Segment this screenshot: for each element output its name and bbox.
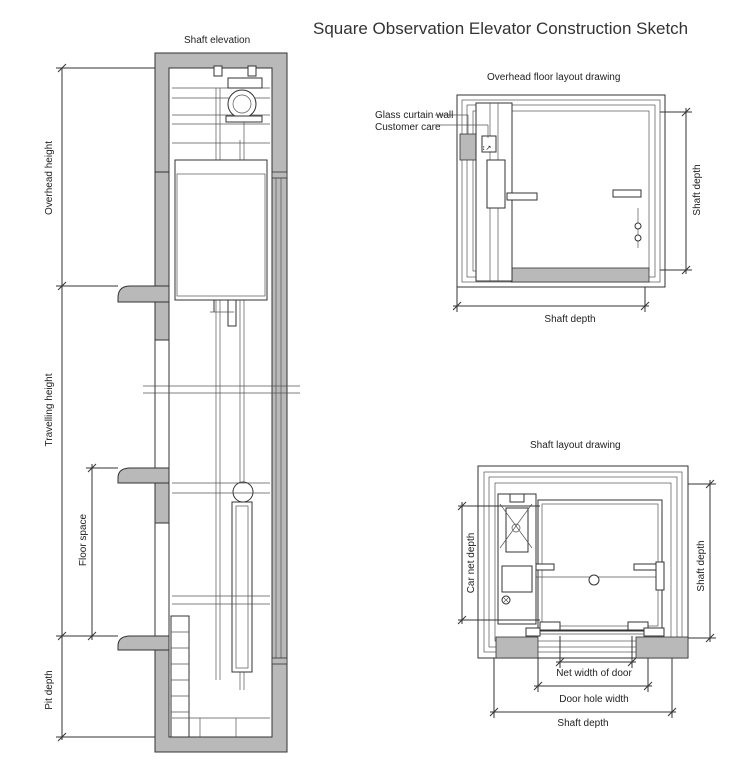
counterweight-pulley-icon: [232, 481, 254, 503]
overhead-layout-drawing: Overhead floor layout drawing ↕↗ Glass c…: [375, 72, 703, 325]
sketch-title: Square Observation Elevator Construction…: [313, 19, 688, 38]
counterweight: [231, 501, 253, 673]
shaft-layout-shaft-depth-right-label: Shaft depth: [696, 540, 707, 591]
floor-slab-2: [117, 467, 170, 484]
svg-text:↕↗: ↕↗: [482, 145, 491, 152]
shaft-layout-caption: Shaft layout drawing: [530, 440, 621, 451]
shaft-elevation-drawing: Shaft elevation: [44, 35, 300, 753]
overhead-shaft-depth-right-label: Shaft depth: [692, 164, 703, 215]
pit-depth-label: Pit depth: [44, 670, 55, 709]
overhead-shaft-depth-bottom-label: Shaft depth: [544, 314, 595, 325]
overhead-door-wall: [510, 267, 650, 283]
shaft-left-wall-middle: [154, 482, 170, 524]
shaft-layout-left-wall-block: [495, 636, 539, 659]
elevator-car: [174, 159, 268, 301]
shaft-layout-shaft-depth-bottom-label: Shaft depth: [557, 718, 608, 729]
traction-sheave-icon: [227, 89, 257, 119]
floor-slab-3: [117, 635, 170, 651]
shaft-elevation-caption: Shaft elevation: [184, 35, 250, 46]
net-width-of-door-label: Net width of door: [556, 668, 632, 679]
car-net-depth-label: Car net depth: [466, 533, 477, 594]
customer-care-label: Customer care: [375, 122, 441, 133]
travelling-height-label: Travelling height: [44, 373, 55, 446]
shaft-left-wall-upper: [154, 301, 170, 341]
shaft-layout-right-wall-block: [635, 636, 689, 659]
floor-space-label: Floor space: [78, 513, 89, 566]
shaft-layout-drawing: Shaft layout drawing: [457, 440, 716, 729]
floor-slab-1: [117, 285, 170, 303]
door-hole-width-label: Door hole width: [559, 694, 628, 705]
overhead-height-label: Overhead height: [44, 141, 55, 215]
overhead-layout-caption: Overhead floor layout drawing: [487, 72, 620, 83]
glass-curtain-wall-block: [459, 133, 477, 161]
glass-curtain-wall-label: Glass curtain wall: [375, 110, 453, 121]
pit-ladder: [170, 615, 190, 738]
